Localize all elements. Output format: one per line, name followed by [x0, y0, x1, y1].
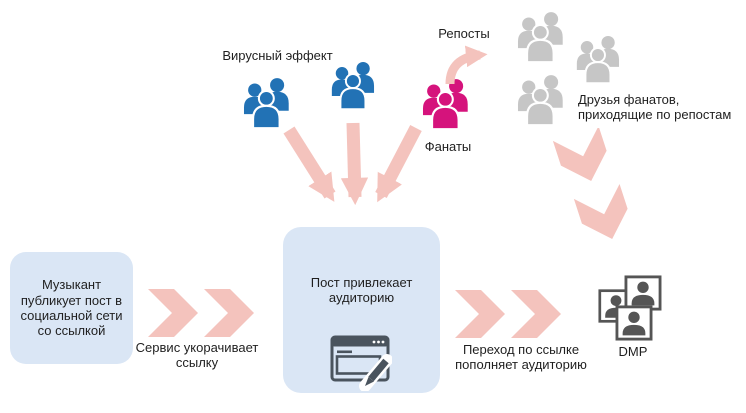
repost-curved-arrow	[445, 45, 488, 85]
browser-post-icon	[330, 335, 392, 391]
arrow-fans-to-post	[375, 124, 422, 203]
service-label-line2: ссылку	[175, 355, 219, 371]
redirect-label-line1: Переход по ссылке	[462, 342, 580, 357]
dmp-label: DMP	[618, 344, 648, 359]
chevron-down-1	[552, 128, 607, 182]
fans-label: Фанаты	[424, 139, 472, 154]
converging-arrows	[283, 122, 422, 206]
arrow-viral2-to-post	[340, 122, 369, 206]
musician-box-line3: социальной сети	[20, 308, 123, 323]
chevrons-musician-to-post	[148, 289, 254, 337]
fan-friends-group-icon-1	[517, 10, 567, 63]
chevron-down-2	[573, 184, 628, 240]
arrow-viral1-to-post	[283, 126, 336, 202]
post-box-label: Пост привлекает аудиторию	[283, 275, 440, 306]
post-box-line2: аудиторию	[328, 290, 395, 306]
fan-friends-group-icon-2	[576, 34, 623, 84]
fan-friends-label-line1: Друзья фанатов,	[578, 92, 680, 107]
dmp-frame-back-right	[624, 275, 662, 311]
pen-icon	[359, 354, 392, 391]
redirect-label: Переход по ссылке пополняет аудиторию	[441, 342, 601, 373]
chevron-right-2	[204, 289, 254, 337]
chevrons-post-to-dmp	[455, 290, 561, 338]
chevron-right-3	[455, 290, 505, 338]
musician-box-line4: со ссылкой	[37, 323, 106, 339]
fan-friends-label-line2: приходящие по репостам	[578, 107, 732, 123]
post-box-line1: Пост привлекает	[310, 275, 413, 290]
chevron-right-1	[148, 289, 198, 337]
service-label-line1: Сервис укорачивает	[135, 340, 259, 355]
musician-box: Музыкант публикует пост в социальной сет…	[10, 252, 133, 364]
service-label: Сервис укорачивает ссылку	[126, 340, 268, 371]
viral-effect-label: Вирусный эффект	[222, 48, 333, 63]
browser-titlebar	[332, 337, 388, 347]
viral-people-group-icon-2	[331, 60, 378, 110]
redirect-label-line2: пополняет аудиторию	[455, 357, 587, 373]
reposts-label: Репосты	[438, 26, 490, 41]
chevron-right-4	[511, 290, 561, 338]
musician-box-line1: Музыкант	[41, 277, 102, 293]
post-box: Пост привлекает аудиторию	[283, 227, 440, 393]
fan-friends-group-icon-3	[517, 73, 567, 126]
dmp-frame-front	[615, 305, 653, 341]
musician-box-label: Музыкант публикует пост в социальной сет…	[17, 277, 127, 338]
fan-friends-label: Друзья фанатов, приходящие по репостам	[578, 92, 746, 123]
dmp-audience-icon	[598, 275, 662, 341]
musician-box-line2: публикует пост в	[20, 292, 123, 308]
chevrons-friends-to-dmp	[552, 128, 628, 240]
